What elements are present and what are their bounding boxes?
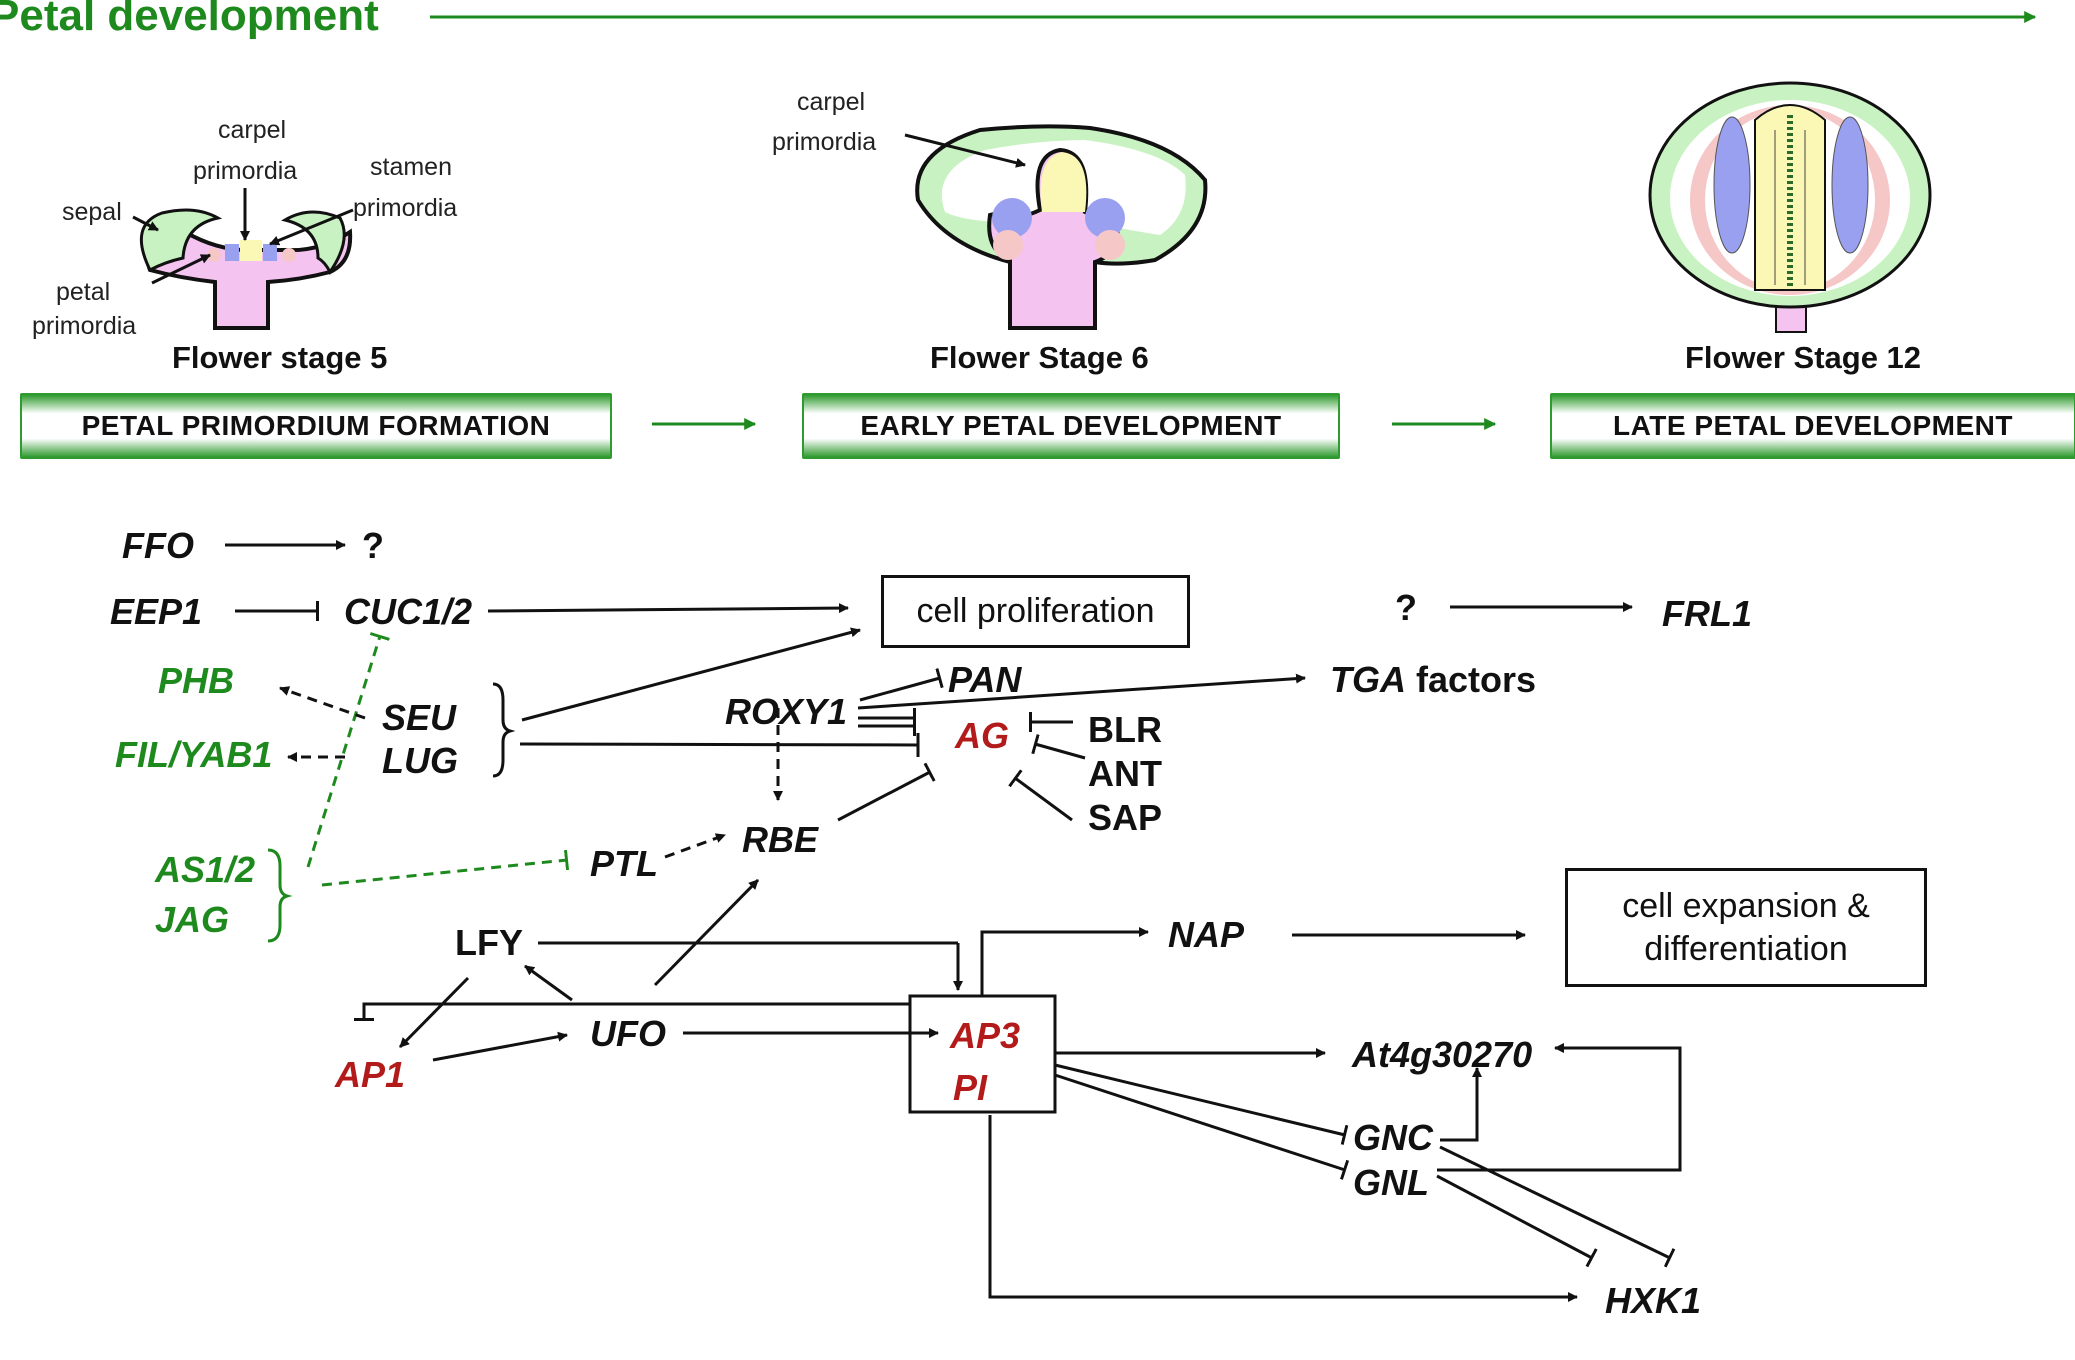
gene-tga: TGA	[1330, 659, 1406, 700]
as-jag-brace	[267, 848, 293, 943]
gene-blr: BLR	[1088, 709, 1162, 750]
label-stamen-primordia: primordia	[353, 194, 458, 222]
gene-ap1: AP1	[335, 1054, 406, 1095]
gene-frl1: FRL1	[1662, 593, 1752, 634]
gene-lfy: LFY	[455, 922, 523, 963]
cell-proliferation-label: cell proliferation	[916, 592, 1155, 631]
label-carpel: carpel	[218, 116, 287, 144]
gene-roxy1: ROXY1	[725, 691, 848, 732]
page-title: Petal development	[0, 0, 379, 40]
gene-seu: SEU	[382, 697, 457, 738]
network-edges	[225, 540, 1682, 1302]
gene-tga-suffix: factors	[1406, 659, 1537, 700]
gene-gnc: GNC	[1353, 1117, 1433, 1158]
gene-phb: PHB	[158, 660, 235, 701]
label-carpel-primordia: primordia	[193, 157, 298, 185]
cell-expansion-line2: differentiation	[1644, 929, 1848, 968]
gene-at4g30270: At4g30270	[1352, 1034, 1533, 1075]
unknown-ffo-target: ?	[362, 525, 384, 566]
label-primordia-stage6: primordia	[772, 128, 877, 156]
gene-ffo: FFO	[122, 525, 194, 566]
stage-6-label: Flower Stage 6	[930, 340, 1149, 375]
cell-expansion-box: cell expansion & differentiation	[1565, 868, 1927, 987]
flower-stage-12-illustration	[1648, 81, 1932, 333]
gene-fil-yab1: FIL/YAB1	[115, 734, 273, 775]
gene-ap3: AP3	[950, 1015, 1021, 1056]
gene-ag: AG	[955, 715, 1009, 756]
green-edges	[306, 632, 570, 887]
phase-box-early: EARLY PETAL DEVELOPMENT	[802, 393, 1340, 459]
label-petal: petal	[56, 278, 111, 306]
cell-expansion-line1: cell expansion &	[1622, 887, 1870, 925]
gene-ufo: UFO	[590, 1013, 666, 1054]
gene-gnl: GNL	[1353, 1162, 1429, 1203]
gene-rbe: RBE	[742, 819, 819, 860]
flower-stage-6-illustration	[915, 124, 1208, 330]
stage-12-label: Flower Stage 12	[1685, 340, 1922, 375]
label-petal-primordia: primordia	[32, 312, 137, 340]
gene-eep1: EEP1	[110, 591, 203, 632]
phase-box-late: LATE PETAL DEVELOPMENT	[1550, 393, 2075, 459]
gene-ant: ANT	[1088, 753, 1162, 794]
gene-nap: NAP	[1168, 914, 1245, 955]
gene-pan: PAN	[948, 659, 1022, 700]
cell-proliferation-box: cell proliferation	[881, 575, 1190, 648]
gene-lug: LUG	[382, 740, 458, 781]
gene-as12: AS1/2	[155, 849, 256, 890]
gene-tga-factors: TGA factors	[1330, 662, 1536, 698]
gene-cuc12: CUC1/2	[344, 591, 473, 632]
label-carpel-stage6: carpel	[797, 88, 866, 116]
ap3-pi-box	[908, 994, 1057, 1114]
phase-box-primordium: PETAL PRIMORDIUM FORMATION	[20, 393, 612, 459]
stage-5-label: Flower stage 5	[172, 340, 388, 375]
unknown-frl1-regulator: ?	[1395, 587, 1417, 628]
label-stamen: stamen	[370, 153, 452, 181]
gene-sap: SAP	[1088, 797, 1163, 838]
gene-ptl: PTL	[590, 843, 658, 884]
gene-pi: PI	[953, 1067, 988, 1108]
flower-stage-5-illustration	[140, 208, 353, 330]
green-dashed-black-edges	[279, 686, 366, 762]
gene-jag: JAG	[155, 899, 230, 940]
gene-hxk1: HXK1	[1605, 1280, 1702, 1321]
label-sepal: sepal	[62, 198, 122, 226]
